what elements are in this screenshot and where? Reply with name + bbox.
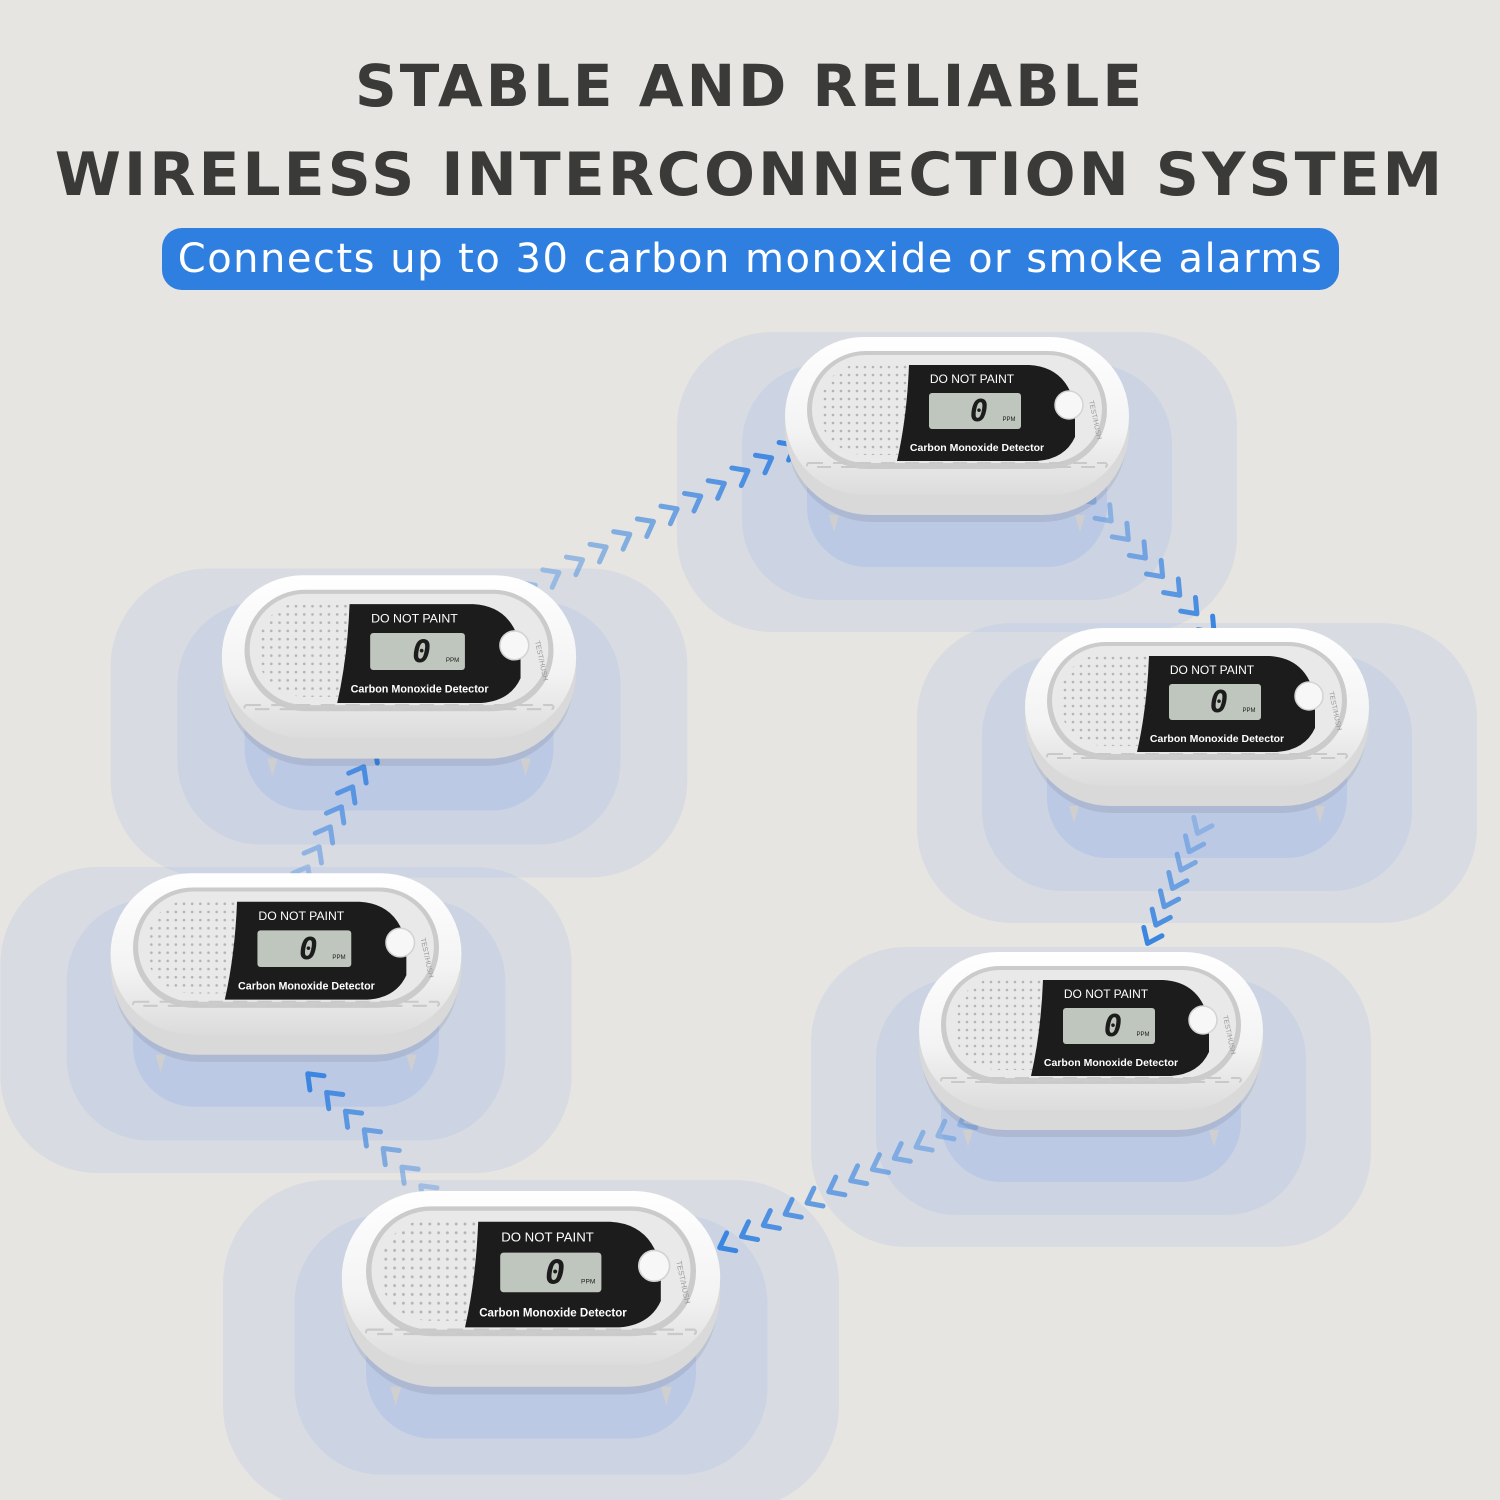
chevron-right-icon <box>342 1108 365 1130</box>
do-not-paint-label: DO NOT PAINT <box>1170 663 1255 677</box>
chevron-right-icon <box>729 465 751 489</box>
test-hush-button[interactable] <box>385 927 416 958</box>
do-not-paint-label: DO NOT PAINT <box>501 1230 594 1245</box>
chevron-right-icon <box>1191 814 1215 836</box>
chevron-right-icon <box>1126 539 1148 561</box>
chevron-right-icon <box>361 1127 384 1149</box>
chevron-right-icon <box>1174 851 1198 873</box>
chevron-right-icon <box>312 824 336 846</box>
chevron-right-icon <box>738 1219 761 1243</box>
chevron-right-icon <box>634 516 656 539</box>
chevron-right-icon <box>869 1152 892 1175</box>
chevron-right-icon <box>826 1174 848 1198</box>
chevron-right-icon <box>1149 906 1173 928</box>
lcd-display <box>929 393 1021 429</box>
chevron-right-icon <box>587 541 609 565</box>
ppm-unit: PPM <box>581 1278 595 1285</box>
do-not-paint-label: DO NOT PAINT <box>371 612 458 626</box>
chevron-right-icon <box>752 452 775 476</box>
model-label: Carbon Monoxide Detector <box>238 980 375 992</box>
ppm-reading: 0 <box>970 394 988 429</box>
test-hush-button[interactable] <box>637 1249 671 1283</box>
chevron-right-icon <box>1178 595 1200 617</box>
chevron-right-icon <box>848 1163 870 1187</box>
chevron-right-icon <box>682 490 704 514</box>
model-label: Carbon Monoxide Detector <box>1044 1057 1178 1069</box>
chevron-right-icon <box>346 764 369 786</box>
chevron-right-icon <box>380 1145 402 1168</box>
chevron-right-icon <box>913 1129 935 1153</box>
ppm-reading: 0 <box>1210 685 1228 720</box>
do-not-paint-label: DO NOT PAINT <box>930 372 1015 386</box>
test-hush-button[interactable] <box>1294 681 1324 711</box>
chevron-right-icon <box>305 1071 327 1093</box>
chevron-right-icon <box>563 554 586 578</box>
test-hush-button[interactable] <box>1188 1005 1218 1035</box>
ppm-reading: 0 <box>412 634 431 670</box>
ppm-unit: PPM <box>1002 417 1015 423</box>
model-label: Carbon Monoxide Detector <box>910 442 1044 454</box>
lcd-display <box>500 1252 602 1293</box>
chevron-right-icon <box>1143 557 1166 580</box>
chevron-right-icon <box>399 1164 421 1186</box>
chevron-right-icon <box>1182 833 1207 855</box>
do-not-paint-label: DO NOT PAINT <box>1064 987 1149 1001</box>
chevron-right-icon <box>1141 924 1165 946</box>
ppm-reading: 0 <box>1104 1009 1122 1044</box>
ppm-unit: PPM <box>1242 708 1255 714</box>
chevron-right-icon <box>804 1185 826 1209</box>
do-not-paint-label: DO NOT PAINT <box>258 909 344 923</box>
chevron-right-icon <box>540 567 562 590</box>
ppm-reading: 0 <box>299 932 317 967</box>
ppm-unit: PPM <box>332 954 345 961</box>
model-label: Carbon Monoxide Detector <box>479 1307 627 1319</box>
chevron-right-icon <box>935 1118 957 1142</box>
chevron-right-icon <box>705 478 727 501</box>
chevron-right-icon <box>1092 502 1114 524</box>
ppm-reading: 0 <box>545 1252 565 1291</box>
headline-line-2: WIRELESS INTERCONNECTION SYSTEM <box>54 140 1446 210</box>
chevron-right-icon <box>335 784 358 806</box>
chevron-right-icon <box>891 1140 913 1164</box>
model-label: Carbon Monoxide Detector <box>351 684 490 696</box>
chevron-right-icon <box>1166 869 1190 891</box>
lcd-display <box>370 632 465 671</box>
test-hush-button[interactable] <box>499 630 530 661</box>
lcd-display <box>257 930 352 968</box>
ppm-unit: PPM <box>1136 1032 1149 1038</box>
lcd-display <box>1169 684 1261 720</box>
chevron-right-icon <box>760 1208 782 1231</box>
headline-line-1: STABLE AND RELIABLE <box>355 52 1145 120</box>
chevron-right-icon <box>717 1230 739 1254</box>
chevron-right-icon <box>782 1196 804 1220</box>
subtitle-text: Connects up to 30 carbon monoxide or smo… <box>177 236 1324 282</box>
subtitle-banner: Connects up to 30 carbon monoxide or smo… <box>162 228 1339 290</box>
ppm-unit: PPM <box>446 657 459 664</box>
chevron-right-icon <box>1109 520 1131 543</box>
chevron-right-icon <box>1157 888 1182 910</box>
chevron-right-icon <box>611 529 633 552</box>
test-hush-button[interactable] <box>1054 390 1084 420</box>
chevron-right-icon <box>301 844 324 866</box>
chevron-right-icon <box>324 1089 346 1112</box>
lcd-display <box>1063 1008 1155 1044</box>
model-label: Carbon Monoxide Detector <box>1150 733 1284 745</box>
chevron-right-icon <box>1161 576 1183 598</box>
chevron-right-icon <box>323 804 347 826</box>
chevron-right-icon <box>658 503 680 527</box>
